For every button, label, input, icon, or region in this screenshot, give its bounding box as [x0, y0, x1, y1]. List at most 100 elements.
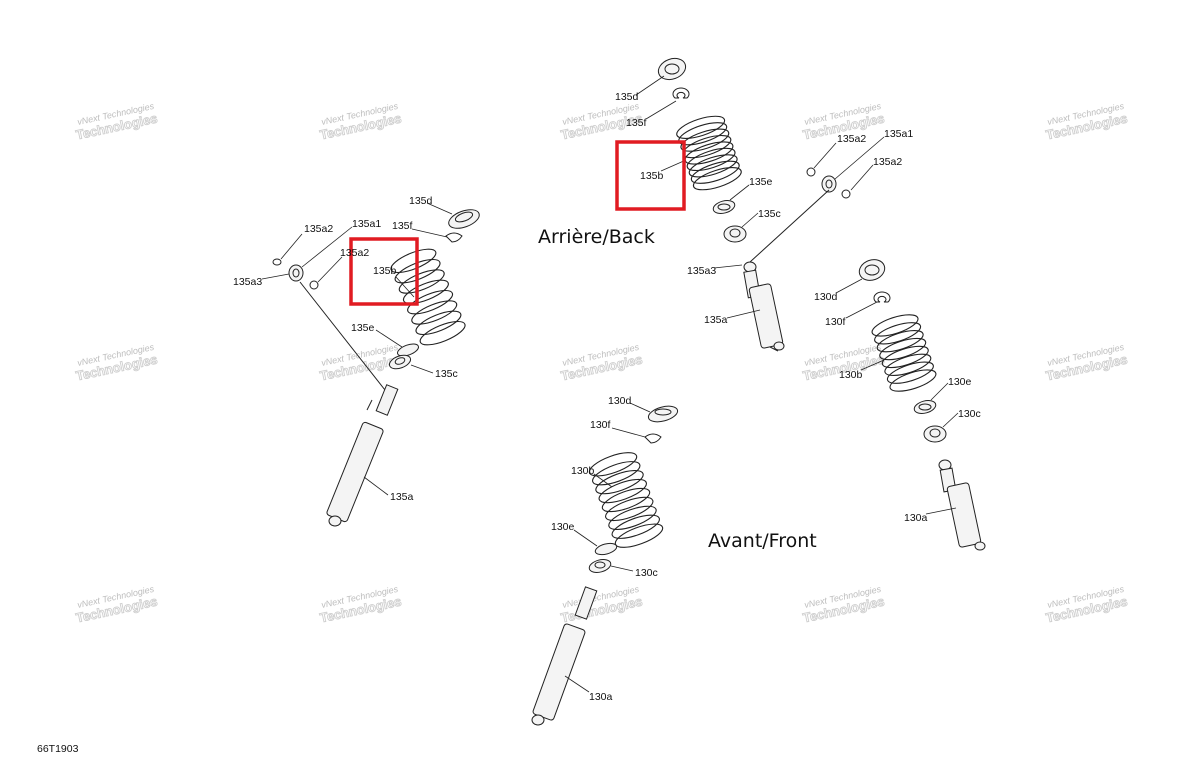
- washer-135a2[interactable]: [309, 280, 319, 290]
- spring-cup-135d[interactable]: [446, 206, 482, 232]
- washer-135a2[interactable]: [806, 167, 816, 177]
- spring-coil: [889, 369, 937, 392]
- spring-coil: [676, 115, 726, 139]
- highlight-135b-left[interactable]: [349, 237, 419, 306]
- spring-cup-135d[interactable]: [655, 55, 688, 83]
- clip-135f[interactable]: [672, 87, 690, 99]
- spring-coil: [686, 147, 736, 172]
- bushing-135a1[interactable]: [821, 175, 837, 193]
- ring-135e[interactable]: [712, 198, 736, 215]
- spring-coil: [874, 322, 922, 345]
- spring-coil: [592, 461, 641, 486]
- spring-coil: [605, 496, 654, 522]
- spring-coil: [884, 353, 932, 376]
- nut-130c[interactable]: [923, 425, 947, 443]
- spring-coil: [601, 487, 651, 513]
- spring-coil: [415, 310, 462, 336]
- label-135f: 135f: [626, 117, 647, 129]
- label-135a3: 135a3: [687, 265, 716, 277]
- spring-coil: [398, 269, 445, 294]
- clip-135f[interactable]: [445, 232, 463, 243]
- label-130a: 130a: [589, 691, 613, 703]
- spring-coil: [402, 279, 449, 305]
- label-135a2: 135a2: [837, 133, 866, 145]
- shock-absorber-135a[interactable]: [299, 281, 399, 527]
- spring-135b-left[interactable]: [388, 244, 468, 349]
- spring-coil: [608, 505, 657, 530]
- label-130f: 130f: [825, 316, 846, 328]
- washer-135a2[interactable]: [841, 189, 851, 199]
- label-135a2: 135a2: [873, 156, 902, 168]
- label-130a: 130a: [904, 512, 928, 524]
- spring-coil: [407, 289, 454, 315]
- label-130d: 130d: [814, 291, 838, 303]
- label-135a1: 135a1: [884, 128, 913, 140]
- label-135e: 135e: [749, 176, 773, 188]
- highlight-135b-top[interactable]: [615, 140, 686, 211]
- section-title-front: Avant/Front: [708, 530, 817, 552]
- label-135b: 135b: [373, 265, 397, 277]
- spring-coil: [682, 134, 732, 159]
- label-130f: 130f: [590, 419, 611, 431]
- front-right-assembly: [835, 256, 986, 551]
- ring-135e[interactable]: [396, 342, 420, 359]
- washer-135a2[interactable]: [272, 258, 282, 266]
- label-135b: 135b: [640, 170, 664, 182]
- spring-135b-top[interactable]: [674, 112, 743, 195]
- ring-130e[interactable]: [913, 398, 937, 415]
- label-135e: 135e: [351, 322, 375, 334]
- label-130c: 130c: [635, 567, 658, 579]
- clip-130f[interactable]: [873, 291, 891, 303]
- nut-135c[interactable]: [388, 353, 413, 372]
- label-135a: 135a: [390, 491, 414, 503]
- label-135c: 135c: [435, 368, 458, 380]
- label-135c: 135c: [758, 208, 781, 220]
- ring-130e[interactable]: [594, 541, 618, 556]
- spring-130b-center[interactable]: [587, 448, 666, 552]
- spring-coil: [871, 314, 919, 337]
- label-130e: 130e: [948, 376, 972, 388]
- label-135d: 135d: [615, 91, 639, 103]
- spring-coil: [690, 160, 740, 184]
- clip-130f[interactable]: [644, 433, 662, 444]
- label-130d: 130d: [608, 395, 632, 407]
- label-135a1: 135a1: [352, 218, 381, 230]
- spring-cup-130d[interactable]: [856, 256, 887, 284]
- label-130b: 130b: [839, 369, 863, 381]
- shock-absorber-135a[interactable]: [743, 261, 785, 352]
- label-135a: 135a: [704, 314, 728, 326]
- label-135a2: 135a2: [340, 247, 369, 259]
- label-130c: 130c: [958, 408, 981, 420]
- spring-coil: [595, 470, 644, 495]
- rear-top-assembly: [635, 55, 885, 352]
- nut-135c[interactable]: [723, 225, 747, 243]
- label-130e: 130e: [551, 521, 575, 533]
- bushing-135a1[interactable]: [288, 264, 304, 282]
- spring-coil: [611, 514, 660, 539]
- spring-130b-right[interactable]: [870, 310, 939, 395]
- spring-coil: [879, 337, 927, 361]
- label-135a3: 135a3: [233, 276, 262, 288]
- spring-coil: [419, 320, 466, 346]
- spring-coil: [684, 141, 734, 165]
- label-135a2: 135a2: [304, 223, 333, 235]
- spring-coil: [588, 452, 638, 477]
- label-130b: 130b: [571, 465, 595, 477]
- spring-coil: [886, 361, 934, 384]
- shock-absorber-130a[interactable]: [531, 586, 598, 726]
- spring-coil: [692, 167, 742, 191]
- shock-absorber-130a[interactable]: [938, 459, 986, 551]
- spring-cup-130d[interactable]: [647, 403, 680, 424]
- nut-130c[interactable]: [588, 557, 612, 574]
- label-135f: 135f: [392, 220, 413, 232]
- spring-coil: [680, 128, 730, 152]
- spring-coil: [394, 258, 441, 284]
- callout-labels: 135a2 135a1 135d 135f 135a2 135b 135a3 1…: [233, 91, 981, 703]
- front-center-assembly: [531, 402, 680, 726]
- spring-coil: [411, 300, 458, 325]
- rear-left-assembly: [261, 202, 482, 527]
